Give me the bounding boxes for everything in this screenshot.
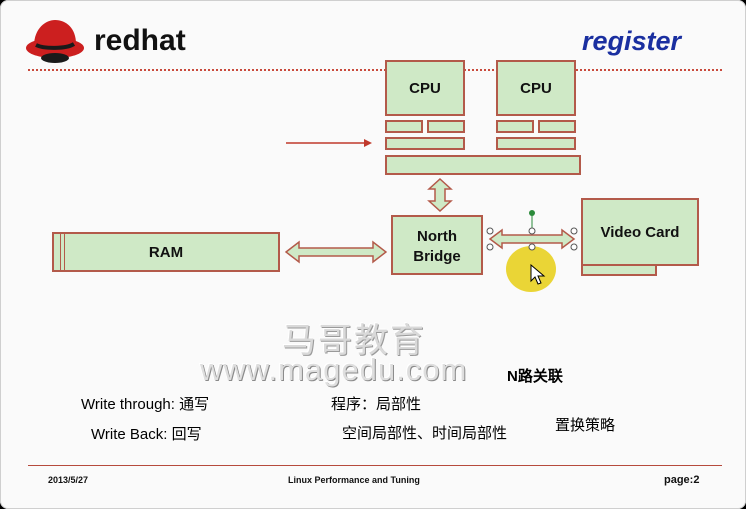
mouse-pointer-icon bbox=[530, 264, 546, 285]
header-divider bbox=[28, 69, 722, 71]
ram-box: RAM bbox=[52, 232, 280, 272]
ram-label: RAM bbox=[148, 244, 184, 261]
note-replace-policy: 置换策略 bbox=[555, 417, 616, 434]
pointer-arrow bbox=[286, 139, 372, 147]
north-bridge-label-line1: North bbox=[417, 228, 457, 245]
video-card-box: Video Card bbox=[581, 198, 699, 266]
ram-edge-line bbox=[60, 234, 61, 270]
redhat-wordmark: redhat bbox=[94, 24, 186, 57]
north-bridge-label-line2: Bridge bbox=[413, 248, 461, 265]
note-locality-types: 空间局部性、时间局部性 bbox=[342, 425, 508, 442]
footer-page: page:2 bbox=[664, 474, 700, 486]
cpu-2-label: CPU bbox=[520, 80, 552, 97]
cache-block bbox=[427, 120, 465, 133]
slide-title: register bbox=[582, 26, 682, 56]
ram-edge-line bbox=[64, 234, 65, 270]
redhat-shadowman-icon bbox=[26, 20, 84, 63]
watermark-chinese: 马哥教育 bbox=[282, 322, 426, 360]
shared-cache-bar bbox=[385, 155, 581, 175]
footer-date: 2013/5/27 bbox=[48, 475, 89, 485]
bridge-video-arrow[interactable] bbox=[484, 208, 584, 270]
note-write-through: Write through: 通写 bbox=[81, 396, 210, 413]
watermark-url: www.magedu.com bbox=[200, 352, 468, 387]
cache-block bbox=[538, 120, 576, 133]
video-card-label: Video Card bbox=[600, 224, 680, 241]
cpu-box-1: CPU bbox=[385, 60, 465, 116]
cpu-box-2: CPU bbox=[496, 60, 576, 116]
footer-course: Linux Performance and Tuning bbox=[288, 475, 420, 485]
ram-bridge-arrow bbox=[285, 240, 387, 264]
cache-bar bbox=[496, 137, 576, 150]
note-write-back: Write Back: 回写 bbox=[91, 426, 202, 443]
redhat-logo: redhat bbox=[24, 14, 214, 66]
footer-divider bbox=[28, 465, 722, 466]
cpu-1-label: CPU bbox=[409, 80, 441, 97]
note-program-locality: 程序：局部性 bbox=[331, 396, 422, 413]
cache-block bbox=[496, 120, 534, 133]
note-n-way: N路关联 bbox=[507, 368, 563, 385]
north-bridge-box: North Bridge bbox=[391, 215, 483, 275]
bus-arrow-vertical bbox=[427, 178, 453, 212]
cache-bar bbox=[385, 137, 465, 150]
cache-block bbox=[385, 120, 423, 133]
